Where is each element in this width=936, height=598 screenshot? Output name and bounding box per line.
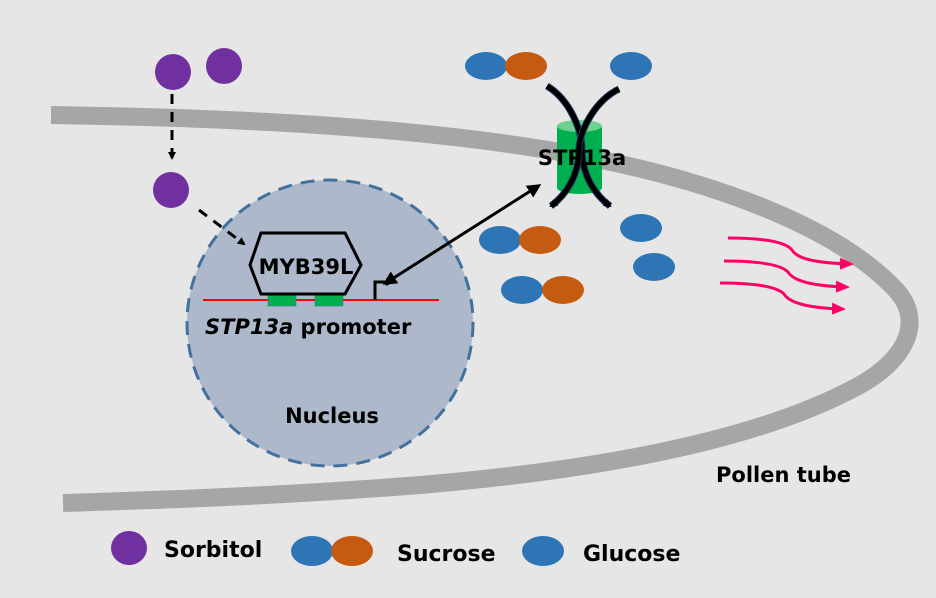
sorbitol-molecule-inside [153,172,189,208]
legend-item-sucrose: Sucrose [291,536,496,567]
binding-site [314,293,344,307]
sorbitol-molecule-outside [155,54,191,90]
legend-label-sucrose: Sucrose [397,542,496,567]
sucrose-molecule-inside [479,226,561,254]
myb39l-transcription-factor [248,231,363,296]
stp13a-label: STP13a [538,146,626,170]
myb39l-label: MYB39L [259,255,354,279]
sorbitol-molecule-outside [206,48,242,84]
sucrose-molecule-icon [291,536,373,566]
promoter-gene-name: STP13a [205,315,293,339]
glucose-molecule-outside [610,52,652,80]
glucose-molecule-inside [633,253,675,281]
sorbitol-molecule-icon [111,531,147,565]
growth-direction-arrow [727,236,854,270]
legend-label-glucose: Glucose [583,542,680,567]
sucrose-molecule-inside [501,276,584,304]
legend-item-glucose: Glucose [522,536,680,567]
expression-arrow [382,184,542,285]
promoter-word: promoter [293,315,412,339]
growth-direction-arrow [719,281,846,315]
transport-arrow-right-to-left-core [549,86,621,209]
sorbitol-signal-arrow [198,208,246,246]
legend-label-sorbitol: Sorbitol [164,538,262,563]
pollen-tube-label: Pollen tube [716,463,851,487]
growth-direction-arrow [723,259,850,293]
promoter-label: STP13a promoter [205,315,412,339]
legend-item-sorbitol: Sorbitol [111,531,262,565]
sucrose-molecule-outside [465,52,547,80]
nucleus-label: Nucleus [285,404,379,428]
pollen-tube-membrane [50,106,919,512]
binding-site [267,293,297,307]
glucose-molecule-icon [522,536,564,566]
legend: Sorbitol Sucrose Glucose [111,531,680,567]
glucose-molecule-inside [620,214,662,242]
